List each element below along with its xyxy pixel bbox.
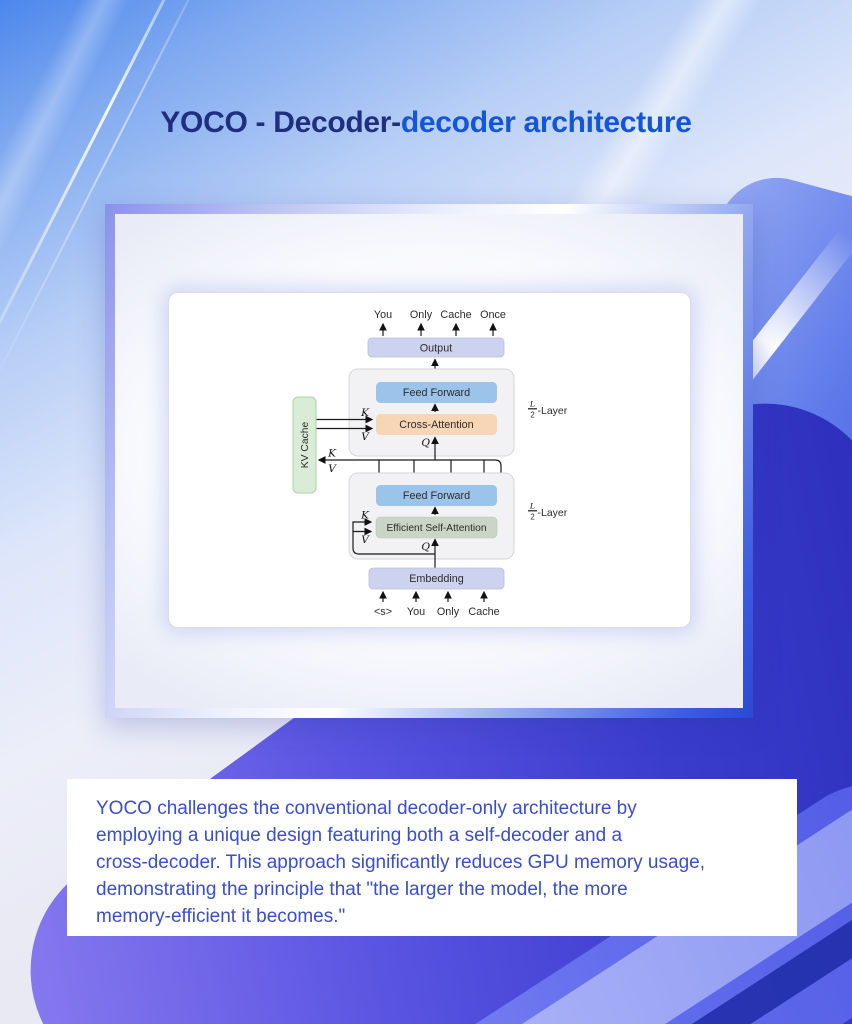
- token-cache-out: Cache: [440, 309, 471, 321]
- diagram-frame: You Only Cache Once Output: [105, 204, 753, 718]
- diagram-canvas: You Only Cache Once Output: [115, 214, 743, 708]
- cross-attention-box: [376, 414, 497, 435]
- token-cache-in: Cache: [468, 606, 499, 618]
- self-v-label: V: [361, 534, 370, 546]
- output-box: [367, 337, 505, 358]
- cross-feed-forward-box: [376, 382, 497, 403]
- page-title: YOCO - Decoder-decoder architecture: [0, 106, 852, 140]
- cross-feed-forward-label: Feed Forward: [403, 387, 470, 399]
- return-k-label: K: [327, 448, 337, 460]
- cross-layer-denominator: 2: [530, 411, 534, 420]
- self-kv-loop-k: [352, 518, 435, 555]
- self-layer-denominator: 2: [530, 513, 534, 522]
- title-part-accent: decoder architecture: [400, 106, 692, 139]
- self-layer-count: L 2 -Layer: [528, 502, 568, 522]
- bottom-token-labels: <s> You Only Cache: [374, 606, 500, 618]
- caption-line: memory-efficient it becomes.": [96, 906, 346, 927]
- self-feed-forward-label: Feed Forward: [403, 490, 470, 502]
- caption-line: YOCO challenges the conventional decoder…: [96, 798, 637, 819]
- kv-cache-label: KV Cache: [300, 422, 311, 469]
- efficient-self-attention-label: Efficient Self-Attention: [386, 523, 486, 534]
- caption-line: cross-decoder. This approach significant…: [96, 852, 705, 873]
- cross-layer-count: L 2 -Layer: [528, 400, 568, 420]
- kv-return-ticks: [378, 460, 485, 473]
- token-once-out: Once: [480, 309, 506, 321]
- architecture-svg: You Only Cache Once Output: [292, 309, 568, 618]
- caption-box: YOCO challenges the conventional decoder…: [67, 779, 797, 936]
- token-only-in: Only: [437, 606, 460, 618]
- token-only-out: Only: [410, 309, 433, 321]
- cross-attention-label: Cross-Attention: [399, 419, 473, 431]
- top-token-labels: You Only Cache Once: [374, 309, 506, 321]
- cross-v-label: V: [361, 431, 370, 443]
- cross-k-label: K: [360, 407, 370, 419]
- bottom-token-arrows: [379, 590, 488, 602]
- embedding-box: [368, 567, 505, 590]
- cross-q-label: Q: [421, 437, 430, 449]
- caption-line: employing a unique design featuring both…: [96, 825, 623, 846]
- top-token-arrows: [379, 322, 497, 336]
- cross-layer-numerator: L: [529, 400, 535, 409]
- embedding-label: Embedding: [409, 573, 464, 585]
- kv-return-wire: [317, 456, 502, 473]
- self-q-label: Q: [421, 541, 430, 553]
- yoco-architecture-diagram: You Only Cache Once Output: [168, 292, 691, 628]
- caption-line: demonstrating the principle that "the la…: [96, 879, 628, 900]
- self-layer-suffix: -Layer: [538, 507, 568, 519]
- efficient-self-attention-box: [375, 516, 498, 539]
- self-feed-forward-box: [376, 485, 497, 506]
- return-v-label: V: [328, 463, 337, 475]
- self-layer-numerator: L: [529, 502, 535, 511]
- title-part-primary: YOCO - Decoder-: [160, 106, 401, 139]
- cross-layer-suffix: -Layer: [538, 405, 568, 417]
- kv-cache-box: [292, 396, 317, 494]
- token-you-out: You: [374, 309, 392, 321]
- token-bos-in: <s>: [374, 606, 392, 618]
- output-label: Output: [420, 343, 452, 355]
- token-you-in: You: [407, 606, 425, 618]
- self-k-label: K: [360, 510, 370, 522]
